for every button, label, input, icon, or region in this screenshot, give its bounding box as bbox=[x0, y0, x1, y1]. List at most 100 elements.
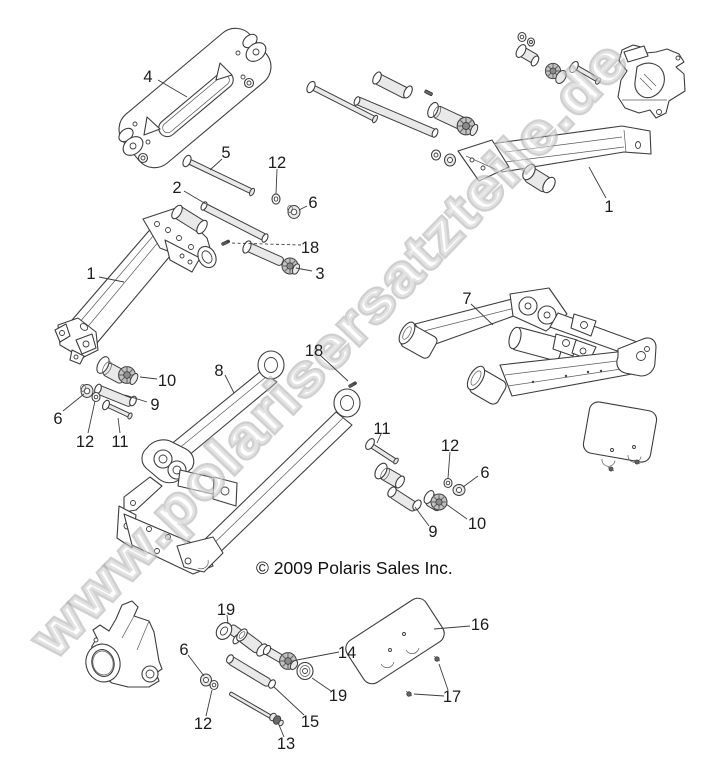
callout-5: 5 bbox=[221, 144, 230, 162]
callout-leader-16 bbox=[433, 625, 471, 630]
bolt-part5 bbox=[182, 154, 255, 197]
guard-plate-part16 bbox=[345, 597, 445, 685]
callout-6: 6 bbox=[480, 464, 489, 482]
callout-17: 17 bbox=[443, 688, 461, 706]
grease-fitting-part18-top bbox=[220, 238, 232, 247]
callout-12: 12 bbox=[441, 437, 459, 455]
callout-9: 9 bbox=[150, 396, 159, 414]
callout-leader-4 bbox=[157, 79, 188, 98]
callout-leader-19 bbox=[226, 614, 229, 625]
callout-leader-18 bbox=[319, 354, 349, 382]
tube-part15 bbox=[225, 654, 277, 689]
callout-19: 19 bbox=[217, 601, 235, 619]
washer-part19-round bbox=[296, 661, 314, 681]
callout-leader-11 bbox=[117, 417, 121, 434]
washer-top-center bbox=[430, 149, 442, 161]
callout-leader-10 bbox=[445, 503, 468, 520]
callout-leader-9 bbox=[124, 394, 148, 403]
callout-19: 19 bbox=[329, 687, 347, 705]
nut-part6-bottom bbox=[200, 673, 212, 687]
callout-leader-17 bbox=[413, 693, 445, 697]
callout-leader-15 bbox=[273, 686, 305, 716]
callout-leader-6 bbox=[187, 654, 205, 677]
grease-fitting-part18-right bbox=[347, 380, 358, 389]
callout-12: 12 bbox=[76, 433, 94, 451]
callout-1: 1 bbox=[604, 198, 613, 216]
bushing-part10-center bbox=[423, 490, 448, 512]
bolt-part13 bbox=[229, 691, 284, 727]
callout-leader-19 bbox=[311, 677, 332, 692]
callout-leader-2 bbox=[183, 190, 207, 205]
callout-leader-10 bbox=[139, 376, 158, 380]
control-arm-left-part1 bbox=[54, 204, 217, 365]
callout-leader-3 bbox=[295, 267, 313, 272]
callout-leader-18 bbox=[229, 242, 302, 246]
washer-part12-center bbox=[443, 477, 453, 489]
bolt-top-center bbox=[306, 80, 379, 124]
callout-leader-12 bbox=[447, 451, 451, 479]
sleeve-top-center bbox=[372, 71, 413, 99]
cross-brace-part4 bbox=[118, 27, 272, 169]
callout-14: 14 bbox=[338, 644, 356, 662]
callout-12: 12 bbox=[268, 154, 286, 172]
callout-10: 10 bbox=[468, 515, 486, 533]
callout-7: 7 bbox=[462, 290, 471, 308]
drawing-layer bbox=[54, 27, 686, 727]
callout-13: 13 bbox=[277, 735, 295, 753]
bushing-flanged-center bbox=[374, 462, 405, 489]
tube-top-center bbox=[353, 96, 439, 138]
callout-11: 11 bbox=[373, 420, 390, 438]
bushing-knurled-top-right bbox=[544, 62, 567, 84]
tube-part9-left bbox=[94, 383, 137, 407]
trailing-arm-part8 bbox=[116, 350, 361, 575]
callout-leader-8 bbox=[224, 374, 235, 394]
callout-leader-13 bbox=[278, 724, 285, 738]
shoulder-bolt-part3 bbox=[242, 240, 301, 275]
callout-10: 10 bbox=[158, 372, 176, 390]
spacer-part14 bbox=[262, 644, 299, 671]
callout-leader-12 bbox=[275, 168, 278, 195]
bushing-top-center bbox=[427, 101, 479, 137]
bushing-flanged-top-right bbox=[515, 44, 540, 67]
callout-9: 9 bbox=[428, 523, 437, 541]
callout-leader-14 bbox=[296, 651, 340, 661]
bolt-part11-left bbox=[102, 399, 133, 420]
nut-part6-top bbox=[287, 205, 301, 219]
callout-18: 18 bbox=[301, 239, 319, 257]
callout-1: 1 bbox=[86, 265, 95, 283]
nut-part6-center bbox=[452, 484, 466, 496]
callout-leader-5 bbox=[209, 158, 223, 171]
bolt-top-right bbox=[569, 60, 601, 85]
callout-8: 8 bbox=[214, 362, 223, 380]
callout-leader-6 bbox=[462, 475, 479, 488]
guard-plate-right bbox=[582, 401, 658, 467]
callout-15: 15 bbox=[301, 713, 319, 731]
callout-leader-1 bbox=[98, 276, 125, 283]
swing-arm-frame-part7 bbox=[398, 287, 657, 405]
callout-16: 16 bbox=[471, 616, 489, 634]
callout-leader-17 bbox=[438, 663, 449, 691]
bushing-part10-left bbox=[96, 356, 139, 385]
washer-part12-top bbox=[271, 193, 281, 205]
callout-6: 6 bbox=[53, 410, 62, 428]
callout-18: 18 bbox=[305, 342, 323, 360]
screws-right bbox=[607, 459, 641, 472]
sleeve-bottom bbox=[236, 628, 268, 657]
screws-part17 bbox=[405, 655, 441, 697]
washer-part12-bottom bbox=[209, 679, 219, 691]
bearing-carrier-bottom-left bbox=[85, 600, 163, 688]
callout-4: 4 bbox=[143, 68, 152, 86]
callout-leader-11 bbox=[376, 433, 382, 444]
bolt-part11-center bbox=[365, 438, 399, 465]
callout-leader-6 bbox=[298, 205, 308, 211]
callout-3: 3 bbox=[315, 265, 324, 283]
washer-part12-left bbox=[91, 391, 101, 403]
callout-leader-12 bbox=[87, 400, 96, 434]
tube-part9-center bbox=[387, 486, 422, 512]
callout-leader-1 bbox=[588, 166, 607, 199]
nut-top-center bbox=[444, 153, 456, 167]
sleeve-tube-part2 bbox=[200, 201, 269, 243]
callout-11: 11 bbox=[111, 433, 128, 451]
